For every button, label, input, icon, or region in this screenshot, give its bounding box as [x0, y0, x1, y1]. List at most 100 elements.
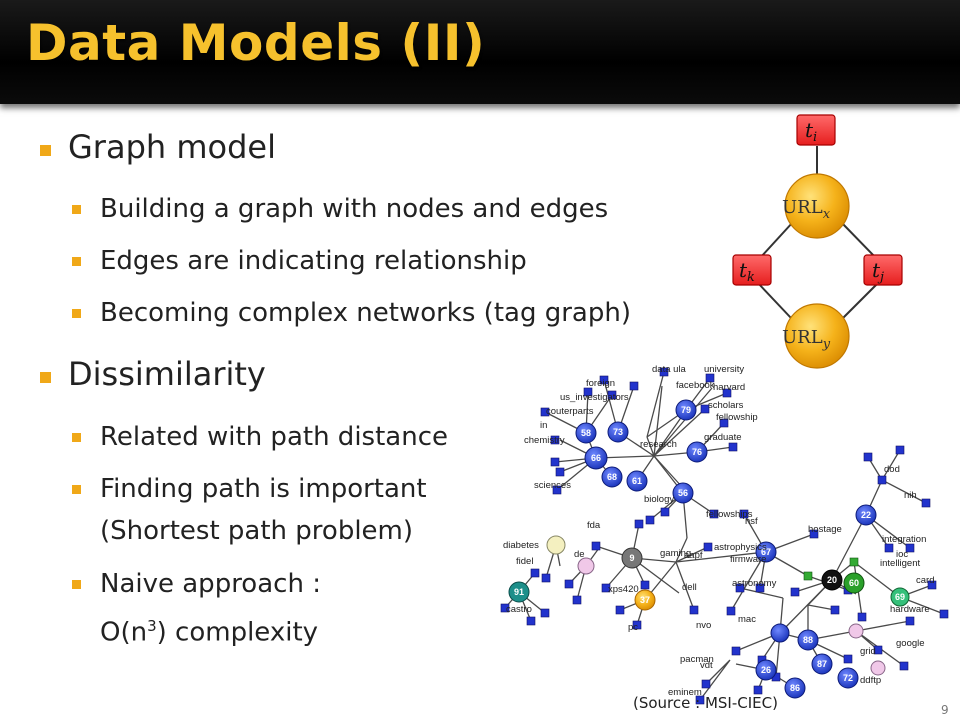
complexity-prefix: O(n — [100, 617, 148, 648]
node-number: 73 — [613, 427, 623, 437]
node-label: nih — [904, 490, 917, 501]
node-number: 67 — [761, 547, 771, 557]
node-number: 88 — [803, 635, 813, 645]
node-label: research — [640, 439, 677, 450]
complexity-suffix: ) complexity — [156, 617, 319, 648]
node-label: grid — [860, 646, 876, 657]
node-label: eminem — [668, 687, 702, 698]
square-nodes — [500, 367, 949, 705]
node-label: dod — [884, 464, 900, 475]
sub-bullet-complex-networks: Becoming complex networks (tag graph) — [100, 298, 631, 328]
node-number: 60 — [849, 578, 859, 588]
node-number: 66 — [591, 453, 601, 463]
url-x-label: URL — [782, 197, 823, 218]
node-number: 68 — [607, 472, 617, 482]
tag-network-picture: 58 79 73 76 66 68 61 56 9 37 91 67 22 20… — [500, 364, 949, 705]
node-label: chemistry — [524, 435, 565, 446]
node-label: hostage — [808, 524, 842, 535]
node-label: de — [574, 549, 585, 560]
node-numbers: 58 79 73 76 66 68 61 56 9 37 91 67 22 20… — [514, 405, 905, 693]
node-number: 91 — [514, 587, 524, 597]
node-label: couterparts — [546, 406, 594, 417]
tag-i-letter: t — [805, 118, 814, 142]
title-bar: Data Models (II) — [0, 0, 960, 104]
node-label: university — [704, 364, 744, 375]
node-number: 76 — [692, 447, 702, 457]
node-label: diabetes — [503, 540, 539, 551]
sub-bullet-building-graph: Building a graph with nodes and edges — [100, 194, 609, 224]
node-label: firmware — [730, 554, 766, 565]
sub-bullet-finding-path: Finding path is important — [100, 474, 427, 504]
sub-bullet-edges: Edges are indicating relationship — [100, 246, 527, 276]
node-label: us_investigators — [560, 392, 629, 403]
sub-bullet-naive-approach: Naive approach : — [100, 569, 321, 599]
node-number: 61 — [632, 476, 642, 486]
node-label: fellowships — [706, 509, 753, 520]
tag-i-subscript: i — [813, 130, 817, 145]
node-label: fidel — [516, 556, 533, 567]
bullet-graph-model: Graph model — [68, 128, 276, 166]
node-label: aapf — [684, 550, 703, 561]
node-label: astrophysics — [714, 542, 767, 553]
tag-k-subscript: k — [747, 270, 755, 285]
node-label: google — [896, 638, 925, 649]
sub-bullet-square — [72, 485, 81, 494]
slide-title: Data Models (II) — [26, 14, 486, 72]
node-number: 26 — [761, 665, 771, 675]
node-number: 69 — [895, 592, 905, 602]
node-label: nvo — [696, 620, 711, 631]
node-label: scholars — [708, 400, 744, 411]
node-label: fellowship — [716, 412, 758, 423]
node-label: sciences — [534, 480, 571, 491]
source-caption: (Source : MSI-CIEC) — [633, 694, 778, 712]
tag-node-j: tj — [863, 254, 903, 286]
node-labels: foreign data ula university us_investiga… — [503, 364, 934, 698]
sub-bullet-shortest-path: (Shortest path problem) — [100, 516, 414, 546]
node-label: ddftp — [860, 675, 881, 686]
node-number: 58 — [581, 428, 591, 438]
tag-k-text: tk — [739, 258, 755, 285]
tag-k-letter: t — [739, 258, 748, 282]
node-number: 56 — [678, 488, 688, 498]
url-node-x: URLx — [782, 173, 850, 239]
node-label: integration — [882, 534, 926, 545]
node-label: dell — [682, 582, 697, 593]
tag-node-k: tk — [732, 254, 772, 286]
bullet-dissimilarity: Dissimilarity — [68, 355, 266, 393]
tag-i-text: ti — [805, 118, 817, 145]
diagram-edges — [756, 146, 880, 319]
bullet-square — [40, 372, 51, 383]
url-x-subscript: x — [823, 207, 831, 222]
url-y-label: URL — [782, 327, 823, 348]
node-label: harvard — [713, 382, 745, 393]
url-y-subscript: y — [822, 337, 831, 352]
sub-bullet-complexity: O(n3) complexity — [100, 607, 318, 652]
tag-j-text: tj — [872, 258, 884, 285]
tag-node-i: ti — [796, 114, 836, 146]
tag-j-letter: t — [872, 258, 881, 282]
node-label: ioc — [896, 549, 908, 560]
node-number: 87 — [817, 659, 827, 669]
node-label: astronomy — [732, 578, 777, 589]
node-label: facebook — [676, 380, 715, 391]
node-number: 20 — [827, 575, 837, 585]
node-number: 79 — [681, 405, 691, 415]
node-label: pc — [628, 622, 638, 633]
node-label: biology — [644, 494, 674, 505]
sub-bullet-path-distance: Related with path distance — [100, 422, 448, 452]
bullet-square — [40, 145, 51, 156]
node-label: castro — [506, 604, 532, 615]
complexity-exponent: 3 — [147, 617, 157, 635]
node-label: vdt — [700, 660, 713, 671]
node-number: 9 — [629, 553, 634, 563]
node-number: 22 — [861, 510, 871, 520]
sub-bullet-square — [72, 257, 81, 266]
round-nodes — [508, 399, 910, 699]
node-label: data ula — [652, 364, 687, 375]
node-number: 86 — [790, 683, 800, 693]
url-node-y: URLy — [782, 303, 850, 369]
sub-bullet-square — [72, 433, 81, 442]
sub-bullet-square — [72, 205, 81, 214]
network-edges — [504, 371, 945, 701]
